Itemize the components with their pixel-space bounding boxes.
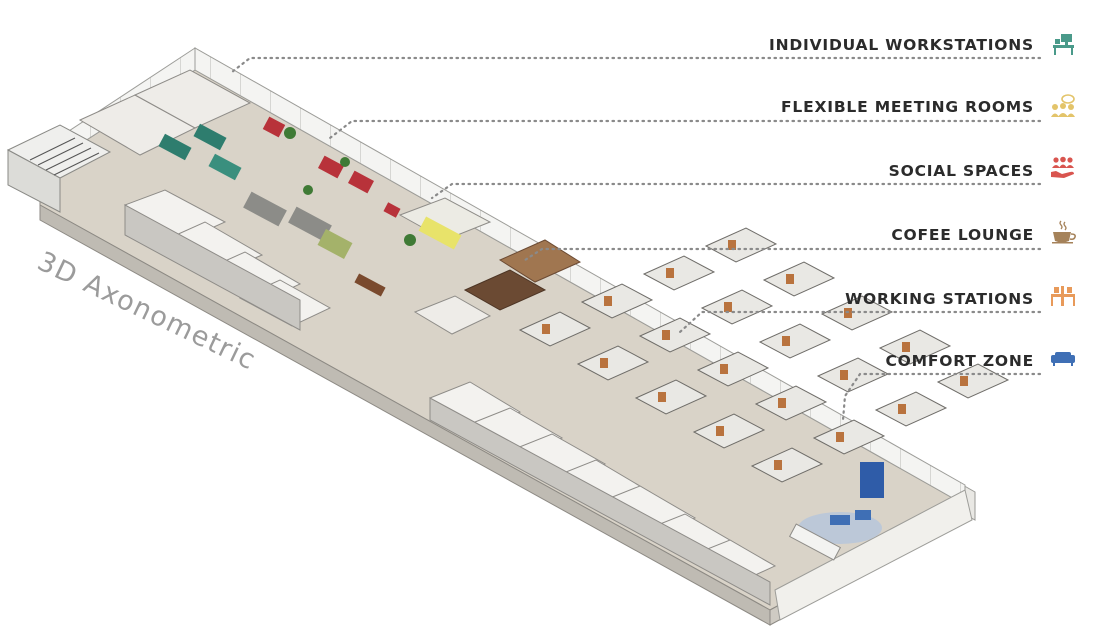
desk-cluster [642,255,716,291]
legend-label-individual-workstations: INDIVIDUAL WORKSTATIONS [769,36,1034,54]
desk-partition [778,398,786,408]
legend-label-flexible-meeting-rooms: FLEXIBLE MEETING ROOMS [781,98,1034,116]
desk-partition [724,302,732,312]
coffee-lounge [354,197,582,311]
staircase [6,124,112,213]
desk-partition [658,392,666,402]
desk-cluster [696,351,770,387]
desk-cluster [518,311,592,347]
desk-cluster [692,413,766,449]
desk-cluster [820,295,894,331]
desk-partition [542,324,550,334]
workstation-clusters [158,123,353,259]
desk-partition [898,404,906,414]
desk-cluster [576,345,650,381]
desk-partition [716,426,724,436]
desk-cluster [758,323,832,359]
desk-cluster [812,419,886,455]
legend-label-cofee-lounge: COFEE LOUNGE [891,226,1034,244]
desk-partition [782,336,790,346]
desk-cluster [638,317,712,353]
desk-cluster [750,447,824,483]
office-front-walls [124,204,771,606]
desk-partition [728,240,736,250]
desk-cluster [580,283,654,319]
desk-partition [600,358,608,368]
working-stations-grid [518,227,1010,483]
legend-label-social-spaces: SOCIAL SPACES [888,162,1034,180]
desks-icon [1051,286,1075,306]
sofa-icon [1051,352,1075,366]
desk-partition [840,370,848,380]
coffee-cup-icon [1052,220,1076,244]
leader-lines [230,56,1042,422]
desk-partition [720,364,728,374]
desk-cluster [874,391,948,427]
desk-partition [604,296,612,306]
desk-cluster [700,289,774,325]
desk-partition [902,342,910,352]
hand-people-icon [1051,156,1074,178]
desk-monitor-icon [1053,34,1074,55]
desk-partition [786,274,794,284]
desk-partition [662,330,670,340]
desk-cluster [878,329,952,365]
plants [284,127,416,246]
desk-partition [666,268,674,278]
desk-cluster [754,385,828,421]
legend-label-comfort-zone: COMFORT ZONE [885,352,1034,370]
desk-partition [774,460,782,470]
desk-partition [836,432,844,442]
legend-label-working-stations: WORKING STATIONS [845,290,1034,308]
desk-partition [960,376,968,386]
people-chat-icon [1051,94,1075,117]
desk-cluster [762,261,836,297]
desk-cluster [936,363,1010,399]
desk-cluster [634,379,708,415]
comfort-zone-area [788,462,884,561]
social-furniture [262,116,401,218]
desk-cluster [704,227,778,263]
